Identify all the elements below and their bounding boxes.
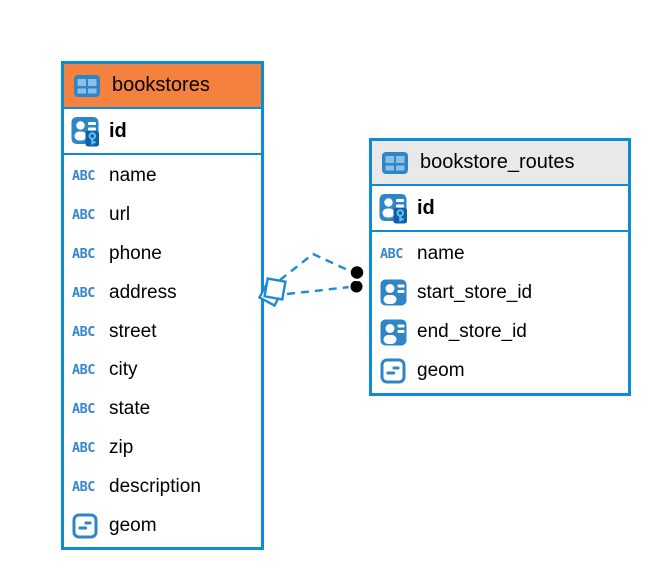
column-row-state[interactable]: ABC state	[64, 390, 261, 429]
relation-endpoint-dot	[348, 263, 366, 282]
column-label: state	[109, 398, 151, 420]
primary-key-icon	[71, 116, 101, 147]
column-label: start_store_id	[417, 281, 533, 303]
column-row-name[interactable]: ABC name	[64, 157, 261, 196]
column-label: street	[109, 320, 157, 342]
column-label: address	[109, 281, 177, 303]
primary-key-icon	[379, 193, 409, 224]
table-icon	[381, 151, 411, 175]
primary-key-row[interactable]: id	[372, 186, 628, 232]
column-label: city	[109, 359, 138, 381]
column-row-description[interactable]: ABC description	[64, 467, 261, 506]
table-bookstores[interactable]: bookstores id ABC name ABC url	[61, 61, 264, 550]
text-type-icon: ABC	[72, 207, 95, 224]
relation-endpoint-dot	[348, 278, 365, 295]
primary-key-label: id	[417, 196, 435, 219]
column-row-geom[interactable]: geom	[372, 352, 628, 391]
primary-key-row[interactable]: id	[64, 109, 261, 155]
text-type-icon: ABC	[72, 168, 95, 185]
text-type-icon: ABC	[72, 478, 95, 495]
table-title: bookstore_routes	[420, 151, 575, 173]
column-row-street[interactable]: ABC street	[64, 312, 261, 351]
column-row-end-store-id[interactable]: end_store_id	[372, 313, 628, 352]
primary-key-label: id	[109, 119, 127, 142]
column-row-city[interactable]: ABC city	[64, 351, 261, 390]
column-label: end_store_id	[417, 321, 527, 343]
geometry-type-icon	[380, 358, 410, 384]
column-row-geom[interactable]: geom	[64, 506, 261, 545]
column-label: zip	[109, 436, 134, 458]
table-bookstore-routes-header[interactable]: bookstore_routes	[372, 141, 628, 186]
table-bookstore-routes[interactable]: bookstore_routes id ABC name	[369, 138, 631, 396]
text-type-icon: ABC	[380, 245, 403, 262]
column-row-address[interactable]: ABC address	[64, 273, 261, 312]
table-bookstores-columns: ABC name ABC url ABC phone ABC address A…	[64, 155, 261, 547]
column-label: phone	[109, 242, 162, 264]
column-row-start-store-id[interactable]: start_store_id	[372, 273, 628, 312]
column-label: url	[109, 204, 131, 226]
foreign-key-icon	[380, 279, 410, 306]
column-row-phone[interactable]: ABC phone	[64, 235, 261, 274]
text-type-icon: ABC	[72, 245, 95, 262]
column-row-name[interactable]: ABC name	[372, 234, 628, 273]
column-row-zip[interactable]: ABC zip	[64, 429, 261, 468]
geometry-type-icon	[72, 513, 102, 539]
table-title: bookstores	[112, 74, 210, 96]
text-type-icon: ABC	[72, 439, 95, 456]
text-type-icon: ABC	[72, 362, 95, 379]
column-label: geom	[109, 514, 157, 536]
table-bookstores-header[interactable]: bookstores	[64, 64, 261, 109]
foreign-key-icon	[380, 319, 410, 346]
text-type-icon: ABC	[72, 323, 95, 340]
table-bookstore-routes-columns: ABC name start_store_id	[372, 232, 628, 393]
text-type-icon: ABC	[72, 284, 95, 301]
column-label: name	[109, 165, 157, 187]
table-icon	[73, 74, 103, 98]
column-label: geom	[417, 360, 465, 382]
relationship-edge[interactable]	[257, 252, 366, 308]
text-type-icon: ABC	[72, 401, 95, 418]
column-row-url[interactable]: ABC url	[64, 196, 261, 235]
column-label: name	[417, 242, 465, 264]
column-label: description	[109, 475, 201, 497]
